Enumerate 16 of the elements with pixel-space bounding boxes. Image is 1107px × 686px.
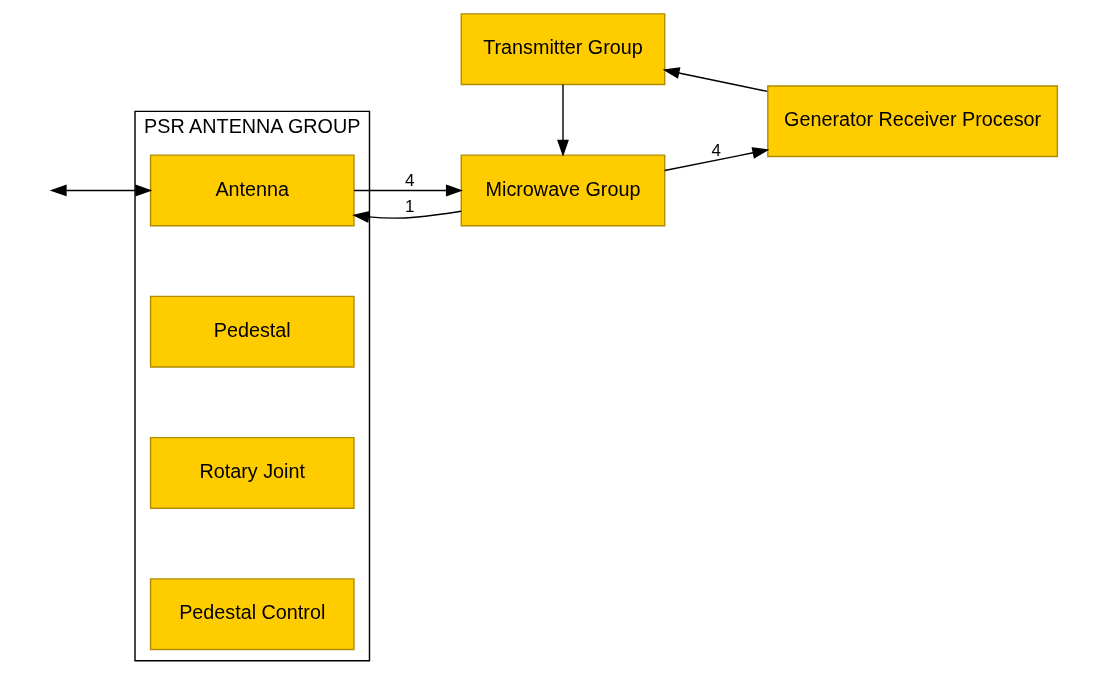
node-box: Pedestal [149, 295, 355, 368]
edge-label: 4 [405, 170, 415, 190]
node-box: Antenna [149, 154, 355, 227]
node-box: Microwave Group [460, 154, 666, 227]
arrow [662, 67, 768, 93]
arrow [557, 83, 569, 157]
arrow [49, 184, 153, 197]
node-box: Transmitter Group [460, 13, 666, 86]
arrow [353, 184, 463, 197]
node-box: Pedestal Control [149, 578, 355, 651]
arrow [352, 210, 462, 223]
edge-label: 4 [711, 140, 721, 160]
node-box: Rotary Joint [149, 436, 355, 509]
node-box: Generator Receiver Procesor [767, 85, 1059, 158]
edge-label: 1 [405, 197, 415, 217]
arrow [664, 147, 770, 172]
